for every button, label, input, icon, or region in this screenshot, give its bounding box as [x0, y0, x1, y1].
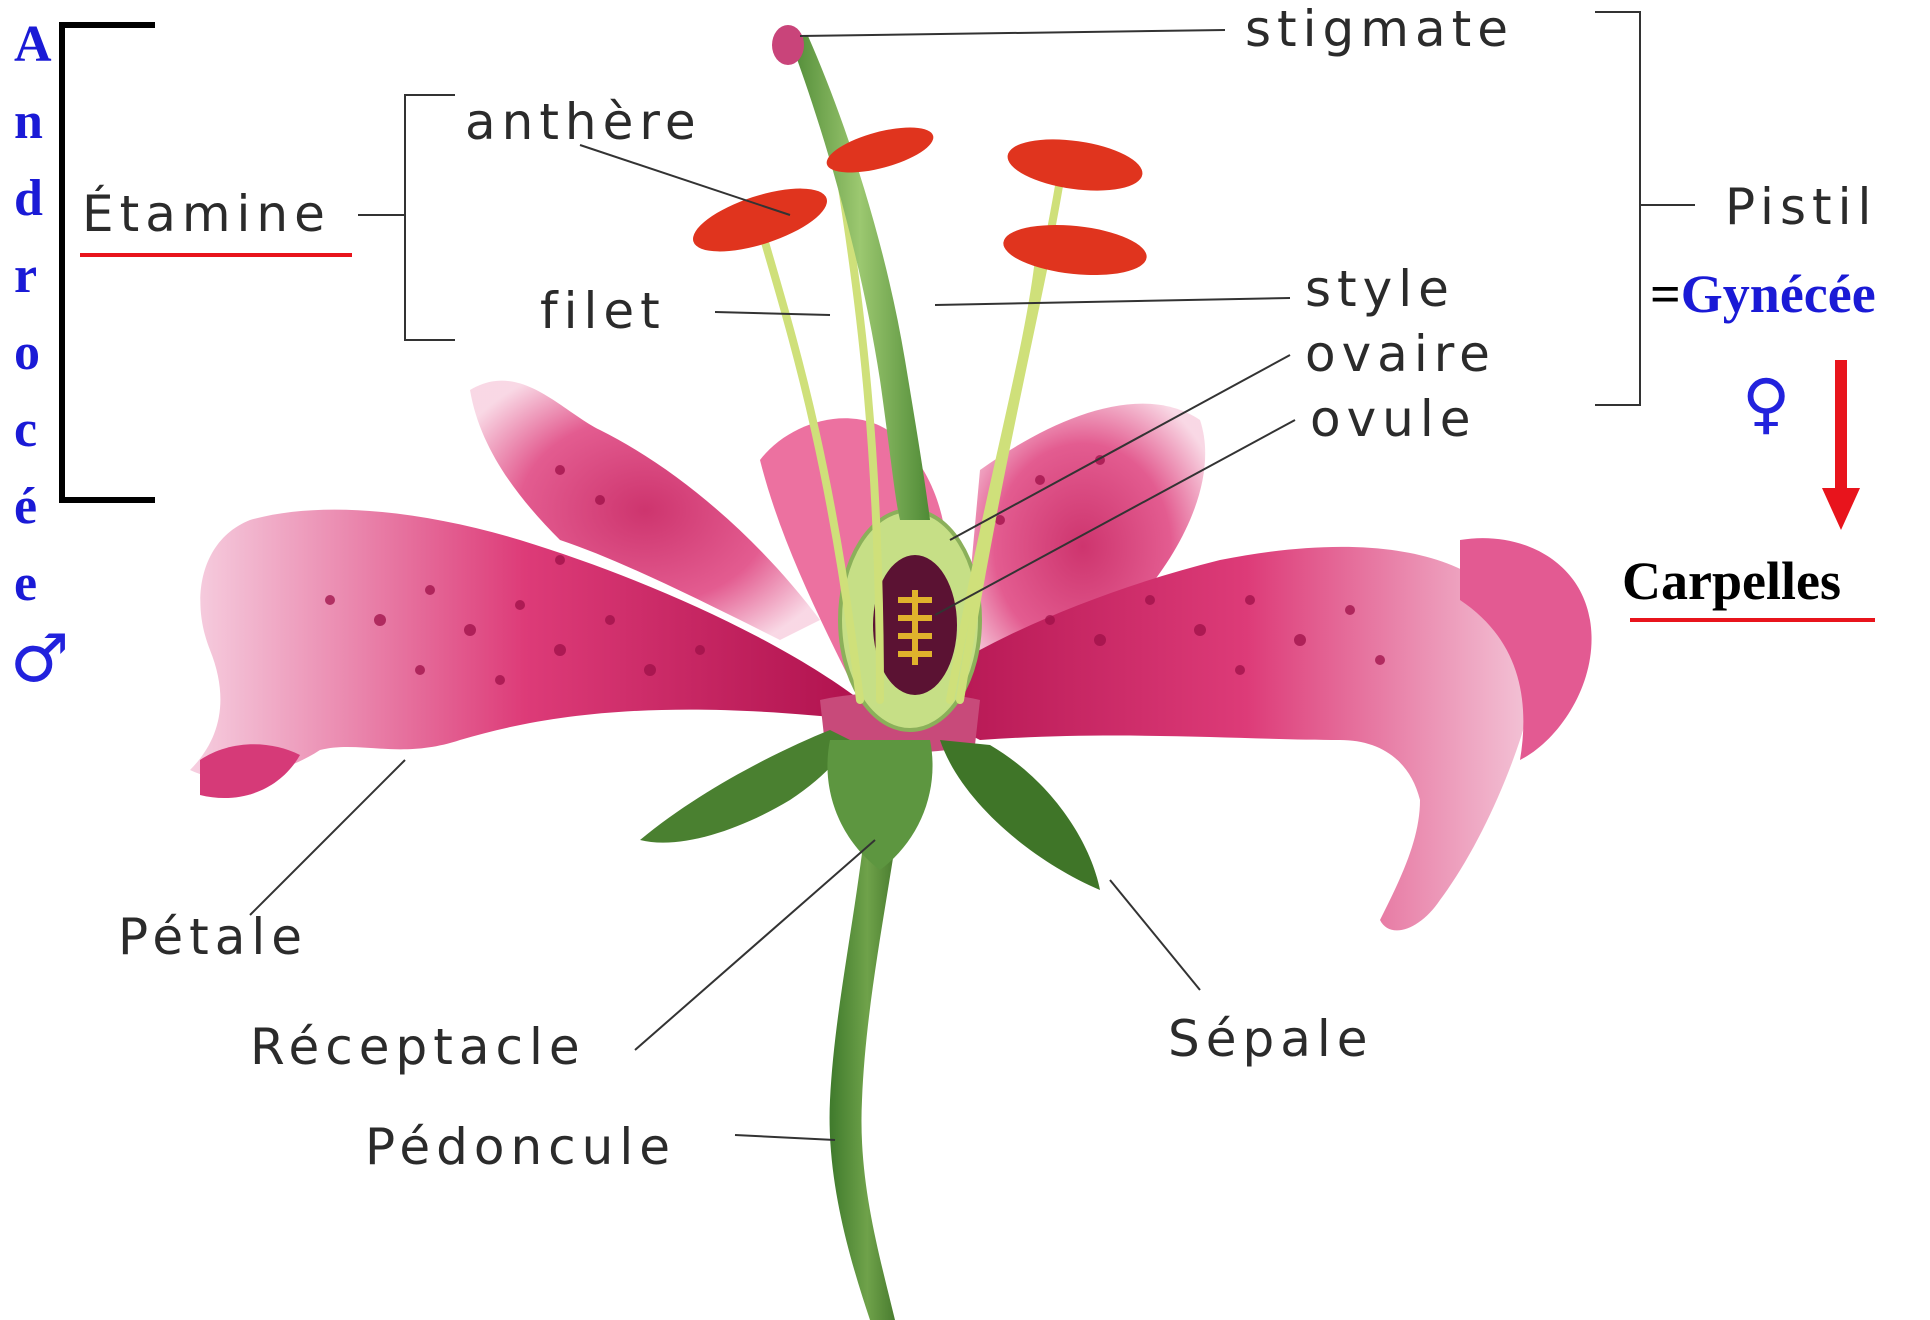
label-pistil: Pistil — [1725, 178, 1877, 236]
androcee-letter: A — [14, 6, 54, 83]
androcee-vertical-label: A n d r o c é e — [14, 6, 54, 622]
androcee-letter: é — [14, 468, 54, 545]
label-anthere: anthère — [465, 93, 702, 151]
androcee-bracket — [62, 25, 155, 500]
label-gynecee: =Gynécée — [1650, 263, 1876, 325]
female-symbol: ♀ — [1742, 365, 1790, 442]
label-pedoncule: Pédoncule — [365, 1118, 676, 1176]
label-carpelles: Carpelles — [1622, 550, 1841, 612]
label-filet: filet — [540, 282, 666, 340]
label-ovule: ovule — [1310, 390, 1477, 448]
label-stigmate: stigmate — [1245, 0, 1514, 58]
androcee-letter: r — [14, 237, 54, 314]
label-style: style — [1305, 260, 1455, 318]
red-arrow — [1822, 360, 1860, 530]
gynecee-text: Gynécée — [1681, 264, 1876, 324]
label-petale: Pétale — [118, 908, 308, 966]
label-etamine: Étamine — [82, 185, 331, 243]
male-symbol: ♂ — [10, 620, 69, 697]
androcee-letter: n — [14, 83, 54, 160]
label-receptacle: Réceptacle — [250, 1018, 586, 1076]
label-ovaire: ovaire — [1305, 325, 1496, 383]
gynecee-equals: = — [1650, 264, 1681, 324]
androcee-letter: d — [14, 160, 54, 237]
androcee-letter: e — [14, 545, 54, 622]
label-sepale: Sépale — [1168, 1010, 1374, 1068]
androcee-letter: o — [14, 314, 54, 391]
androcee-letter: c — [14, 391, 54, 468]
